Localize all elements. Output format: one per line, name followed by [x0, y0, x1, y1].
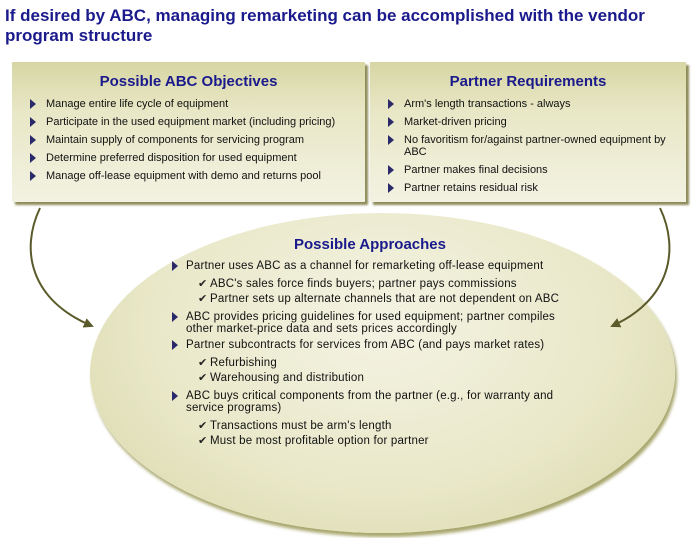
- objectives-heading: Possible ABC Objectives: [99, 73, 278, 90]
- approach-subitem: ✔Partner sets up alternate channels that…: [198, 293, 560, 305]
- objective-item: Determine preferred disposition for used…: [30, 152, 357, 164]
- bullet-triangle-icon: [388, 183, 394, 193]
- requirement-item: Partner retains residual risk: [388, 182, 678, 194]
- right-flow-arrow: [610, 207, 671, 328]
- approaches-heading: Possible Approaches: [294, 236, 446, 253]
- bullet-triangle-icon: [172, 391, 178, 401]
- bullet-triangle-icon: [172, 261, 178, 271]
- approach-subitem: ✔Transactions must be arm's length: [198, 420, 392, 432]
- approach-subitem: ✔Refurbishing: [198, 357, 277, 369]
- checkmark-icon: ✔: [198, 435, 208, 447]
- approach-item: ABC provides pricing guidelines for used…: [170, 311, 570, 335]
- approach-item: Partner subcontracts for services from A…: [170, 339, 570, 351]
- bullet-triangle-icon: [388, 117, 394, 127]
- bullet-triangle-icon: [172, 340, 178, 350]
- bullet-triangle-icon: [30, 99, 36, 109]
- bullet-triangle-icon: [30, 153, 36, 163]
- objectives-panel: Possible ABC Objectives Manage entire li…: [12, 62, 365, 202]
- left-flow-arrow: [29, 207, 94, 328]
- approach-item: Partner uses ABC as a channel for remark…: [170, 260, 570, 272]
- approach-item: ABC buys critical components from the pa…: [170, 390, 570, 414]
- bullet-triangle-icon: [388, 135, 394, 145]
- requirements-panel: Partner Requirements Arm's length transa…: [370, 62, 686, 202]
- bullet-triangle-icon: [30, 135, 36, 145]
- objective-item: Maintain supply of components for servic…: [30, 134, 357, 146]
- requirement-item: Market-driven pricing: [388, 116, 678, 128]
- checkmark-icon: ✔: [198, 420, 208, 432]
- requirements-heading: Partner Requirements: [449, 73, 607, 90]
- approach-subitem: ✔Must be most profitable option for part…: [198, 435, 429, 447]
- objective-item: Manage off-lease equipment with demo and…: [30, 170, 357, 182]
- bullet-triangle-icon: [388, 165, 394, 175]
- page-title: If desired by ABC, managing remarketing …: [5, 6, 645, 45]
- bullet-triangle-icon: [172, 312, 178, 322]
- checkmark-icon: ✔: [198, 357, 208, 369]
- approaches-section: Possible Approaches Partner uses ABC as …: [170, 236, 570, 450]
- approach-subitem: ✔Warehousing and distribution: [198, 372, 365, 384]
- checkmark-icon: ✔: [198, 293, 208, 305]
- approach-subitem: ✔ABC's sales force finds buyers; partner…: [198, 278, 517, 290]
- bullet-triangle-icon: [30, 171, 36, 181]
- requirement-item: No favoritism for/against partner-owned …: [388, 134, 678, 158]
- requirement-item: Partner makes final decisions: [388, 164, 678, 176]
- objective-item: Manage entire life cycle of equipment: [30, 98, 357, 110]
- checkmark-icon: ✔: [198, 278, 208, 290]
- checkmark-icon: ✔: [198, 372, 208, 384]
- bullet-triangle-icon: [30, 117, 36, 127]
- approaches-ellipse: [90, 213, 675, 533]
- objective-item: Participate in the used equipment market…: [30, 116, 357, 128]
- requirement-item: Arm's length transactions - always: [388, 98, 678, 110]
- bullet-triangle-icon: [388, 99, 394, 109]
